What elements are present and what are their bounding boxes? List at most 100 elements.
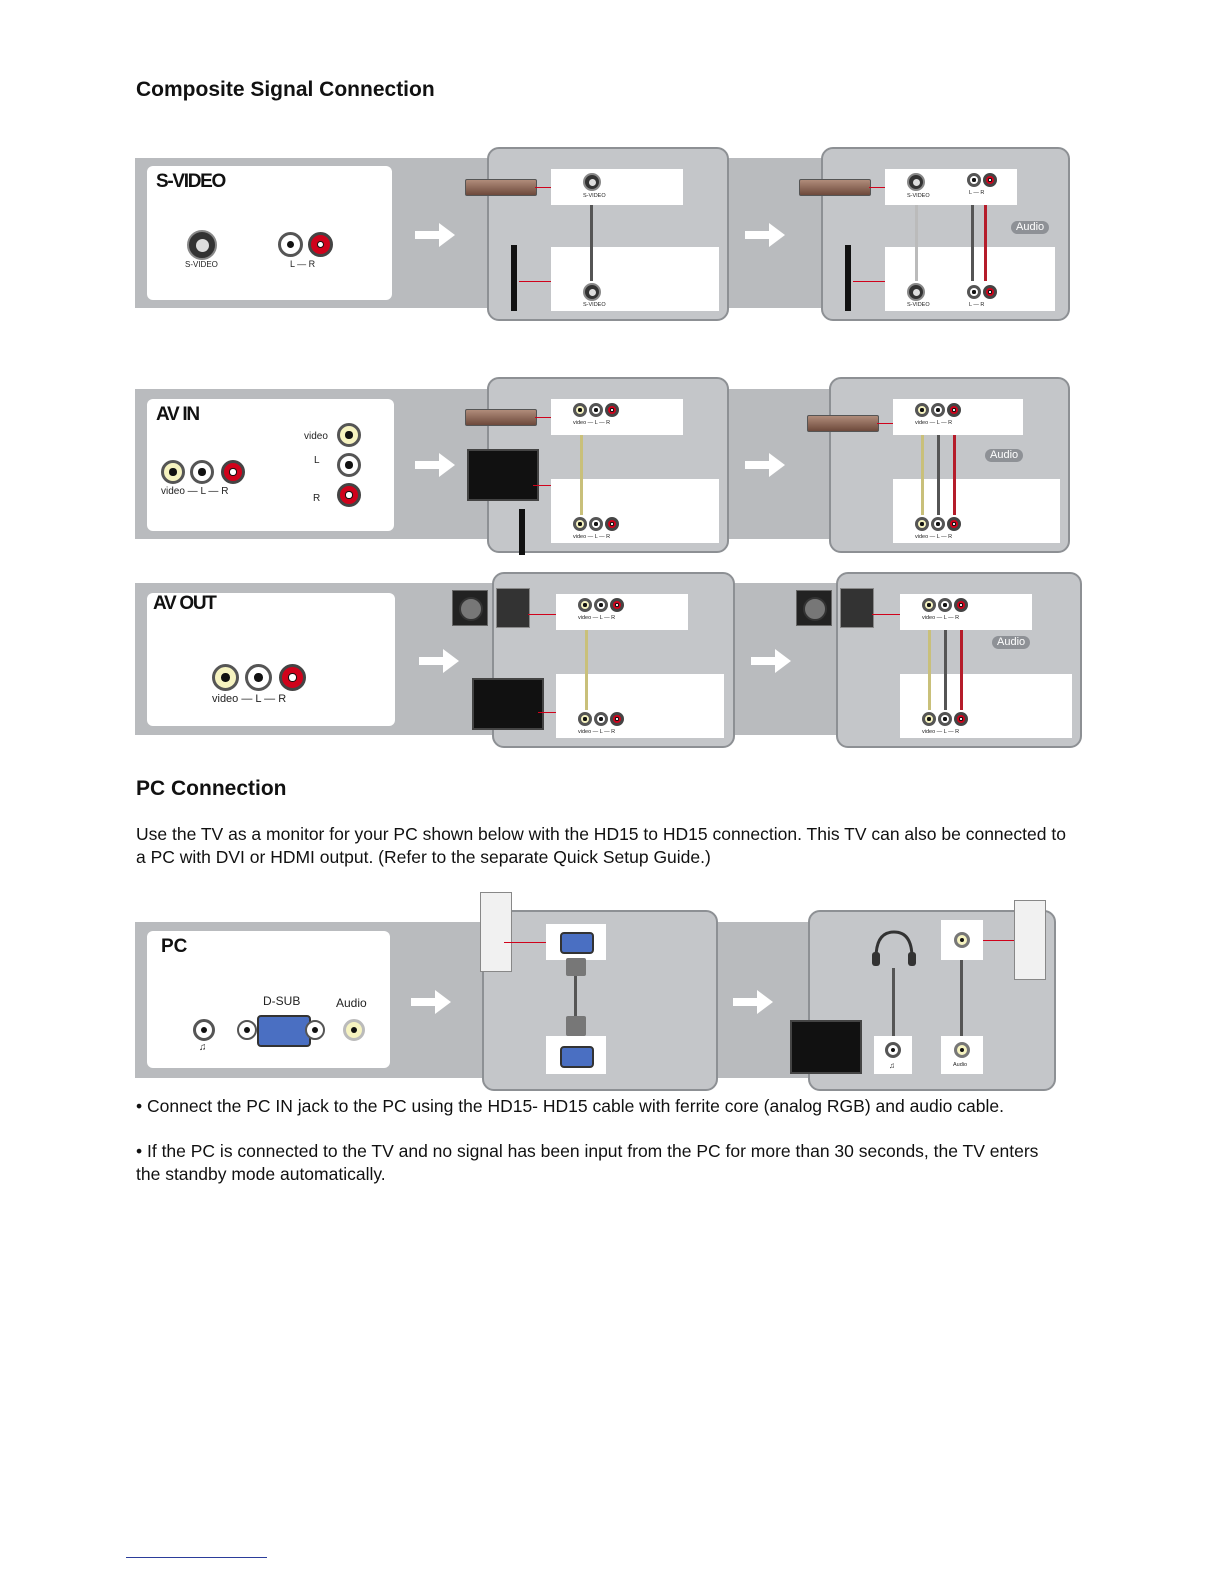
audio-cable-right [960,674,963,710]
pc-panel-title: PC [161,936,188,957]
pc-intro-paragraph: Use the TV as a monitor for your PC show… [136,824,1066,867]
pointer-line [869,187,885,188]
video-cable [580,479,583,515]
speaker-icon [452,590,488,626]
audio-right-jack-icon [308,232,333,257]
svideo-port-icon [583,173,601,191]
video-jack-icon [915,403,929,417]
pc-step1-box [480,892,718,1091]
video-l-r-label: video — L — R [212,693,287,705]
heading-pc-connection: PC Connection [136,777,287,800]
arrow-right-icon [745,453,785,477]
vga-port-icon [560,1046,594,1068]
audio-right-jack-icon [605,403,619,417]
audio-jack-icon [954,1042,970,1058]
audio-jack-icon [343,1019,365,1041]
pointer-line [535,417,551,418]
audio-right-jack-icon [954,712,968,726]
avin-panel-title: AV IN [156,404,200,425]
lr-label: L — R [969,302,985,308]
audio-right-jack-icon [610,598,624,612]
pointer-line [983,940,1015,941]
video-jack-icon [578,598,592,612]
video-l-r-label: video — L — R [573,534,611,540]
audio-right-jack-icon [610,712,624,726]
pointer-line [519,281,551,282]
headphone-cable [892,968,895,1038]
avout-step1-box: video — L — R video — L — R [452,572,735,748]
audio-right-jack-icon [947,517,961,531]
svideo-step2-box: S-VIDEO L — R Audio S-VIDEO L — R [799,147,1070,321]
speaker-icon [796,590,832,626]
avin-step1-box: video — L — R video — L — R [465,377,729,555]
pointer-line [533,485,551,486]
avout-panel-title: AV OUT [153,593,217,614]
tv-side-icon [845,245,851,311]
arrow-right-icon [733,990,773,1014]
svideo-port-label: S-VIDEO [185,260,218,269]
amplifier-icon [840,588,874,628]
arrow-right-icon [745,223,785,247]
audio-jack-icon [954,932,970,948]
video-cable [585,630,588,674]
tv-port-area: video — L — R [893,479,1060,543]
video-l-r-label: video — L — R [161,486,229,497]
source-port-area: video — L — R [556,594,688,630]
tv-audio-port-area: Audio [941,1036,983,1074]
audio-cable-right [984,205,987,249]
audio-left-jack-icon [967,285,981,299]
svideo-cable [590,205,593,249]
audio-left-jack-icon [938,712,952,726]
avin-jack-panel: AV IN video — L — R video L R [147,399,394,531]
audio-right-jack-icon [947,403,961,417]
lr-label: L — R [290,259,316,269]
svideo-cable [590,247,593,281]
audio-left-jack-icon [594,598,608,612]
audio-cable-left [971,205,974,249]
tv-front-icon [790,1020,862,1074]
dvd-player-icon [465,179,537,196]
video-cable [580,435,583,479]
dvd-player-icon [465,409,537,426]
bullet-standby-mode: • If the PC is connected to the TV and n… [136,1141,1039,1184]
r-label: R [313,493,321,504]
audio-cable-right [984,247,987,281]
pointer-line [535,187,551,188]
audio-right-jack-icon [221,460,245,484]
source-port-area: video — L — R [900,594,1032,630]
audio-left-jack-icon [594,712,608,726]
svideo-port-label: S-VIDEO [907,302,930,308]
audio-cable-left [937,479,940,515]
svideo-port-icon [583,283,601,301]
audio-right-jack-icon [983,173,997,187]
source-port-area: S-VIDEO L — R [885,169,1017,205]
video-l-r-label: video — L — R [922,729,960,735]
svideo-port-label: S-VIDEO [583,193,606,199]
vga-cable [574,976,577,1016]
vga-port-icon [257,1015,311,1047]
dsub-screw-icon [305,1020,325,1040]
vga-plug-icon [566,958,586,976]
audio-left-jack-icon [278,232,303,257]
pointer-line [872,614,900,615]
arrow-right-icon [411,990,451,1014]
audio-left-jack-icon [190,460,214,484]
video-cable [921,435,924,479]
arrow-right-icon [419,649,459,673]
arrow-right-icon [415,453,455,477]
audio-cable-right [953,435,956,479]
audio-right-jack-icon [954,598,968,612]
audio-cable-left [937,435,940,479]
pointer-line [504,942,546,943]
svideo-panel-title: S-VIDEO [156,171,226,192]
audio-left-jack-icon [938,598,952,612]
audio-right-jack-icon [605,517,619,531]
source-port-area: video — L — R [551,399,683,435]
svideo-port-label: S-VIDEO [583,302,606,308]
pc-jack-panel: PC D-SUB Audio ♫ [147,931,390,1068]
audio-cable-left [944,630,947,674]
audio-left-jack-icon [931,517,945,531]
amplifier-icon [496,588,530,628]
heading-composite-signal-connection: Composite Signal Connection [136,78,435,101]
video-l-r-label: video — L — R [573,420,611,426]
